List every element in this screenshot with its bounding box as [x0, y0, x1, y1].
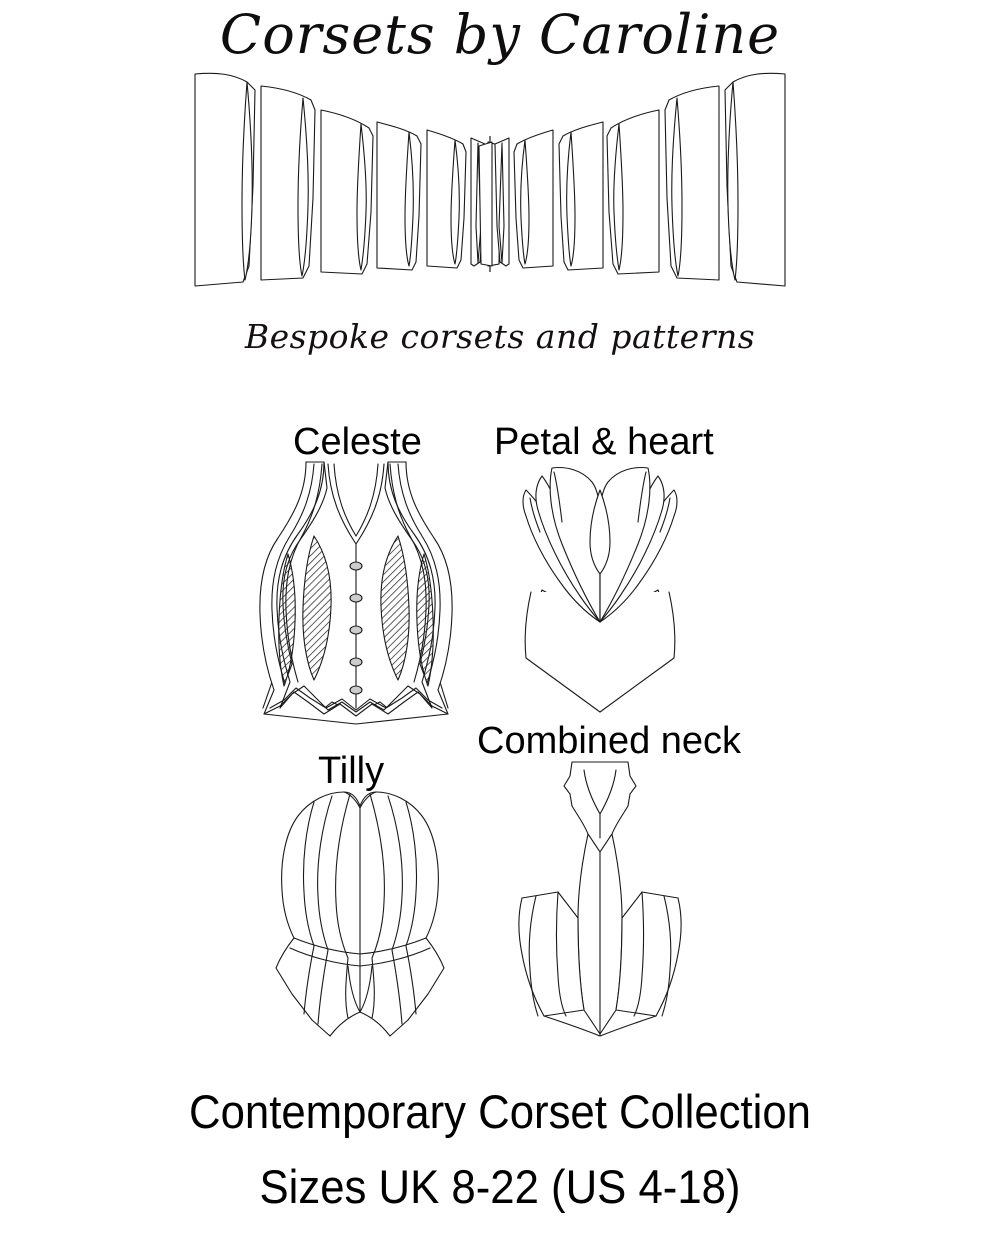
pattern-dart-l3 — [356, 123, 367, 271]
combined-neck-side-panel-left — [518, 891, 585, 1017]
pattern-dart-l5 — [450, 139, 460, 265]
tilly-seam-left-3 — [335, 793, 351, 1019]
celeste-neckline-inner — [333, 463, 379, 537]
pattern-dart-l2 — [297, 97, 309, 277]
celeste-busk-clasp-4 — [349, 657, 363, 667]
celeste-seam-left-b — [285, 463, 323, 683]
celeste-busk-clasp-2 — [349, 593, 363, 603]
celeste-hem-tabs-inner — [269, 687, 443, 711]
pattern-dart-r6 — [498, 142, 505, 264]
tilly-seam-left-1 — [302, 801, 315, 1015]
pattern-dart-r5 — [520, 139, 530, 265]
pattern-dart-r4 — [566, 131, 576, 267]
celeste-hatch-panel-right-inner — [380, 535, 410, 681]
petal-seam-right-outer-tip — [659, 497, 671, 533]
pattern-dart-l1 — [241, 81, 253, 281]
tilly-v-seam-left — [347, 965, 361, 1013]
tilly-seam-right-2 — [387, 795, 403, 1025]
combined-neck-seam-left — [528, 895, 539, 1017]
pattern-dart-r3 — [613, 123, 624, 271]
celeste-busk-clasp-3 — [349, 625, 363, 635]
pattern-panel-r7b — [478, 141, 493, 267]
pattern-pieces-illustration — [185, 66, 795, 306]
pattern-panel-r4 — [558, 121, 604, 271]
celeste-busk-clasp-1 — [349, 561, 363, 571]
petal-seam-left-outer-tip — [529, 497, 541, 533]
celeste-corset-illustration — [252, 458, 460, 730]
tilly-seam-left-2 — [317, 795, 333, 1025]
footer-size-range: Sizes UK 8-22 (US 4-18) — [259, 1160, 741, 1213]
combined-neck-seam-right-2 — [633, 891, 645, 1017]
celeste-hatch-panel-left-inner — [302, 535, 332, 681]
pattern-dart-r1 — [727, 81, 739, 281]
celeste-seam-right-b — [389, 463, 427, 683]
combined-neck-corset-illustration — [500, 758, 700, 1060]
brand-tagline: Bespoke corsets and patterns — [244, 317, 756, 356]
celeste-seam-right-a — [397, 463, 441, 685]
petal-heart-corset-svg — [522, 466, 678, 713]
pattern-pieces-svg — [194, 72, 786, 287]
petal-seam-right-tip — [637, 471, 647, 523]
combined-neck-seam-left-2 — [555, 891, 567, 1017]
pattern-dart-l4 — [404, 131, 414, 267]
celeste-busk-clasp-5 — [349, 685, 363, 695]
pattern-panel-l5 — [426, 129, 467, 269]
tilly-seam-right-3 — [369, 793, 385, 1019]
celeste-seam-left-a — [271, 463, 315, 685]
petal-lower-body-outer — [524, 591, 676, 713]
footer-collection-title: Contemporary Corset Collection — [189, 1085, 811, 1138]
style-label-celeste: Celeste — [293, 421, 422, 463]
combined-neck-side-panel-right — [615, 891, 682, 1017]
combined-neck-seam-right — [661, 895, 672, 1017]
style-label-combined-neck: Combined neck — [477, 720, 742, 762]
tilly-seam-right-1 — [405, 801, 418, 1015]
pattern-panel-r5 — [513, 129, 554, 269]
pattern-dart-r2 — [671, 97, 683, 277]
style-label-petal-heart: Petal & heart — [494, 421, 714, 463]
petal-heart-corset-illustration — [500, 462, 700, 714]
tilly-corset-illustration — [258, 780, 462, 1042]
brand-title: Corsets by Caroline — [219, 3, 781, 66]
celeste-body-shell — [259, 461, 453, 725]
celeste-corset-svg — [259, 461, 453, 725]
tilly-v-seam-right — [359, 965, 373, 1013]
pattern-panel-l4 — [376, 121, 422, 271]
petal-seam-left-tip — [553, 471, 563, 523]
combined-neck-corset-svg — [518, 761, 682, 1037]
tilly-corset-svg — [275, 791, 445, 1037]
style-label-tilly: Tilly — [318, 750, 385, 792]
celeste-hem-tabs-outer — [263, 691, 449, 717]
